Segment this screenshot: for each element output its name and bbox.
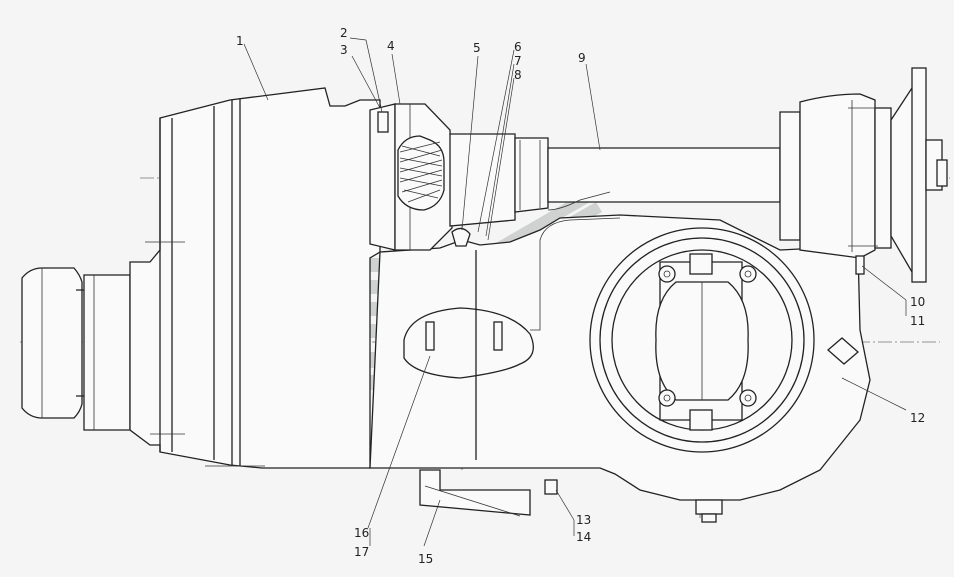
callout-15: 15 <box>418 552 433 566</box>
callout-9: 9 <box>578 51 586 65</box>
bracket-lines <box>475 191 621 460</box>
callout-2: 2 <box>340 26 348 40</box>
callout-4: 4 <box>387 39 395 53</box>
callout-6: 6 <box>514 40 522 54</box>
callout-labels: 1 2 3 4 5 6 7 8 9 10 11 12 13 14 15 16 1… <box>236 26 925 566</box>
right-bearing-housing <box>779 93 892 259</box>
callout-10: 10 <box>910 295 925 309</box>
main-housing <box>129 87 381 469</box>
lever-guard <box>403 227 534 379</box>
lever-bracket <box>419 469 558 517</box>
callout-11: 11 <box>910 314 925 328</box>
side-fittings <box>827 255 865 365</box>
callout-7: 7 <box>514 54 522 68</box>
universal-joint <box>589 227 815 453</box>
drive-shaft <box>449 133 781 227</box>
left-flange <box>21 267 131 431</box>
damper-spring-icon <box>397 135 445 211</box>
callout-17: 17 <box>354 545 369 559</box>
pulley-icon <box>890 67 948 283</box>
callout-3: 3 <box>340 43 348 57</box>
drain-plug-icon <box>695 499 723 523</box>
callout-1: 1 <box>236 34 244 48</box>
callout-16: 16 <box>354 526 369 540</box>
callout-12: 12 <box>910 411 925 425</box>
leader-lines <box>243 37 907 547</box>
callout-14: 14 <box>576 530 591 544</box>
callout-13: 13 <box>576 513 591 527</box>
callout-8: 8 <box>514 68 522 82</box>
callout-5: 5 <box>473 41 481 55</box>
